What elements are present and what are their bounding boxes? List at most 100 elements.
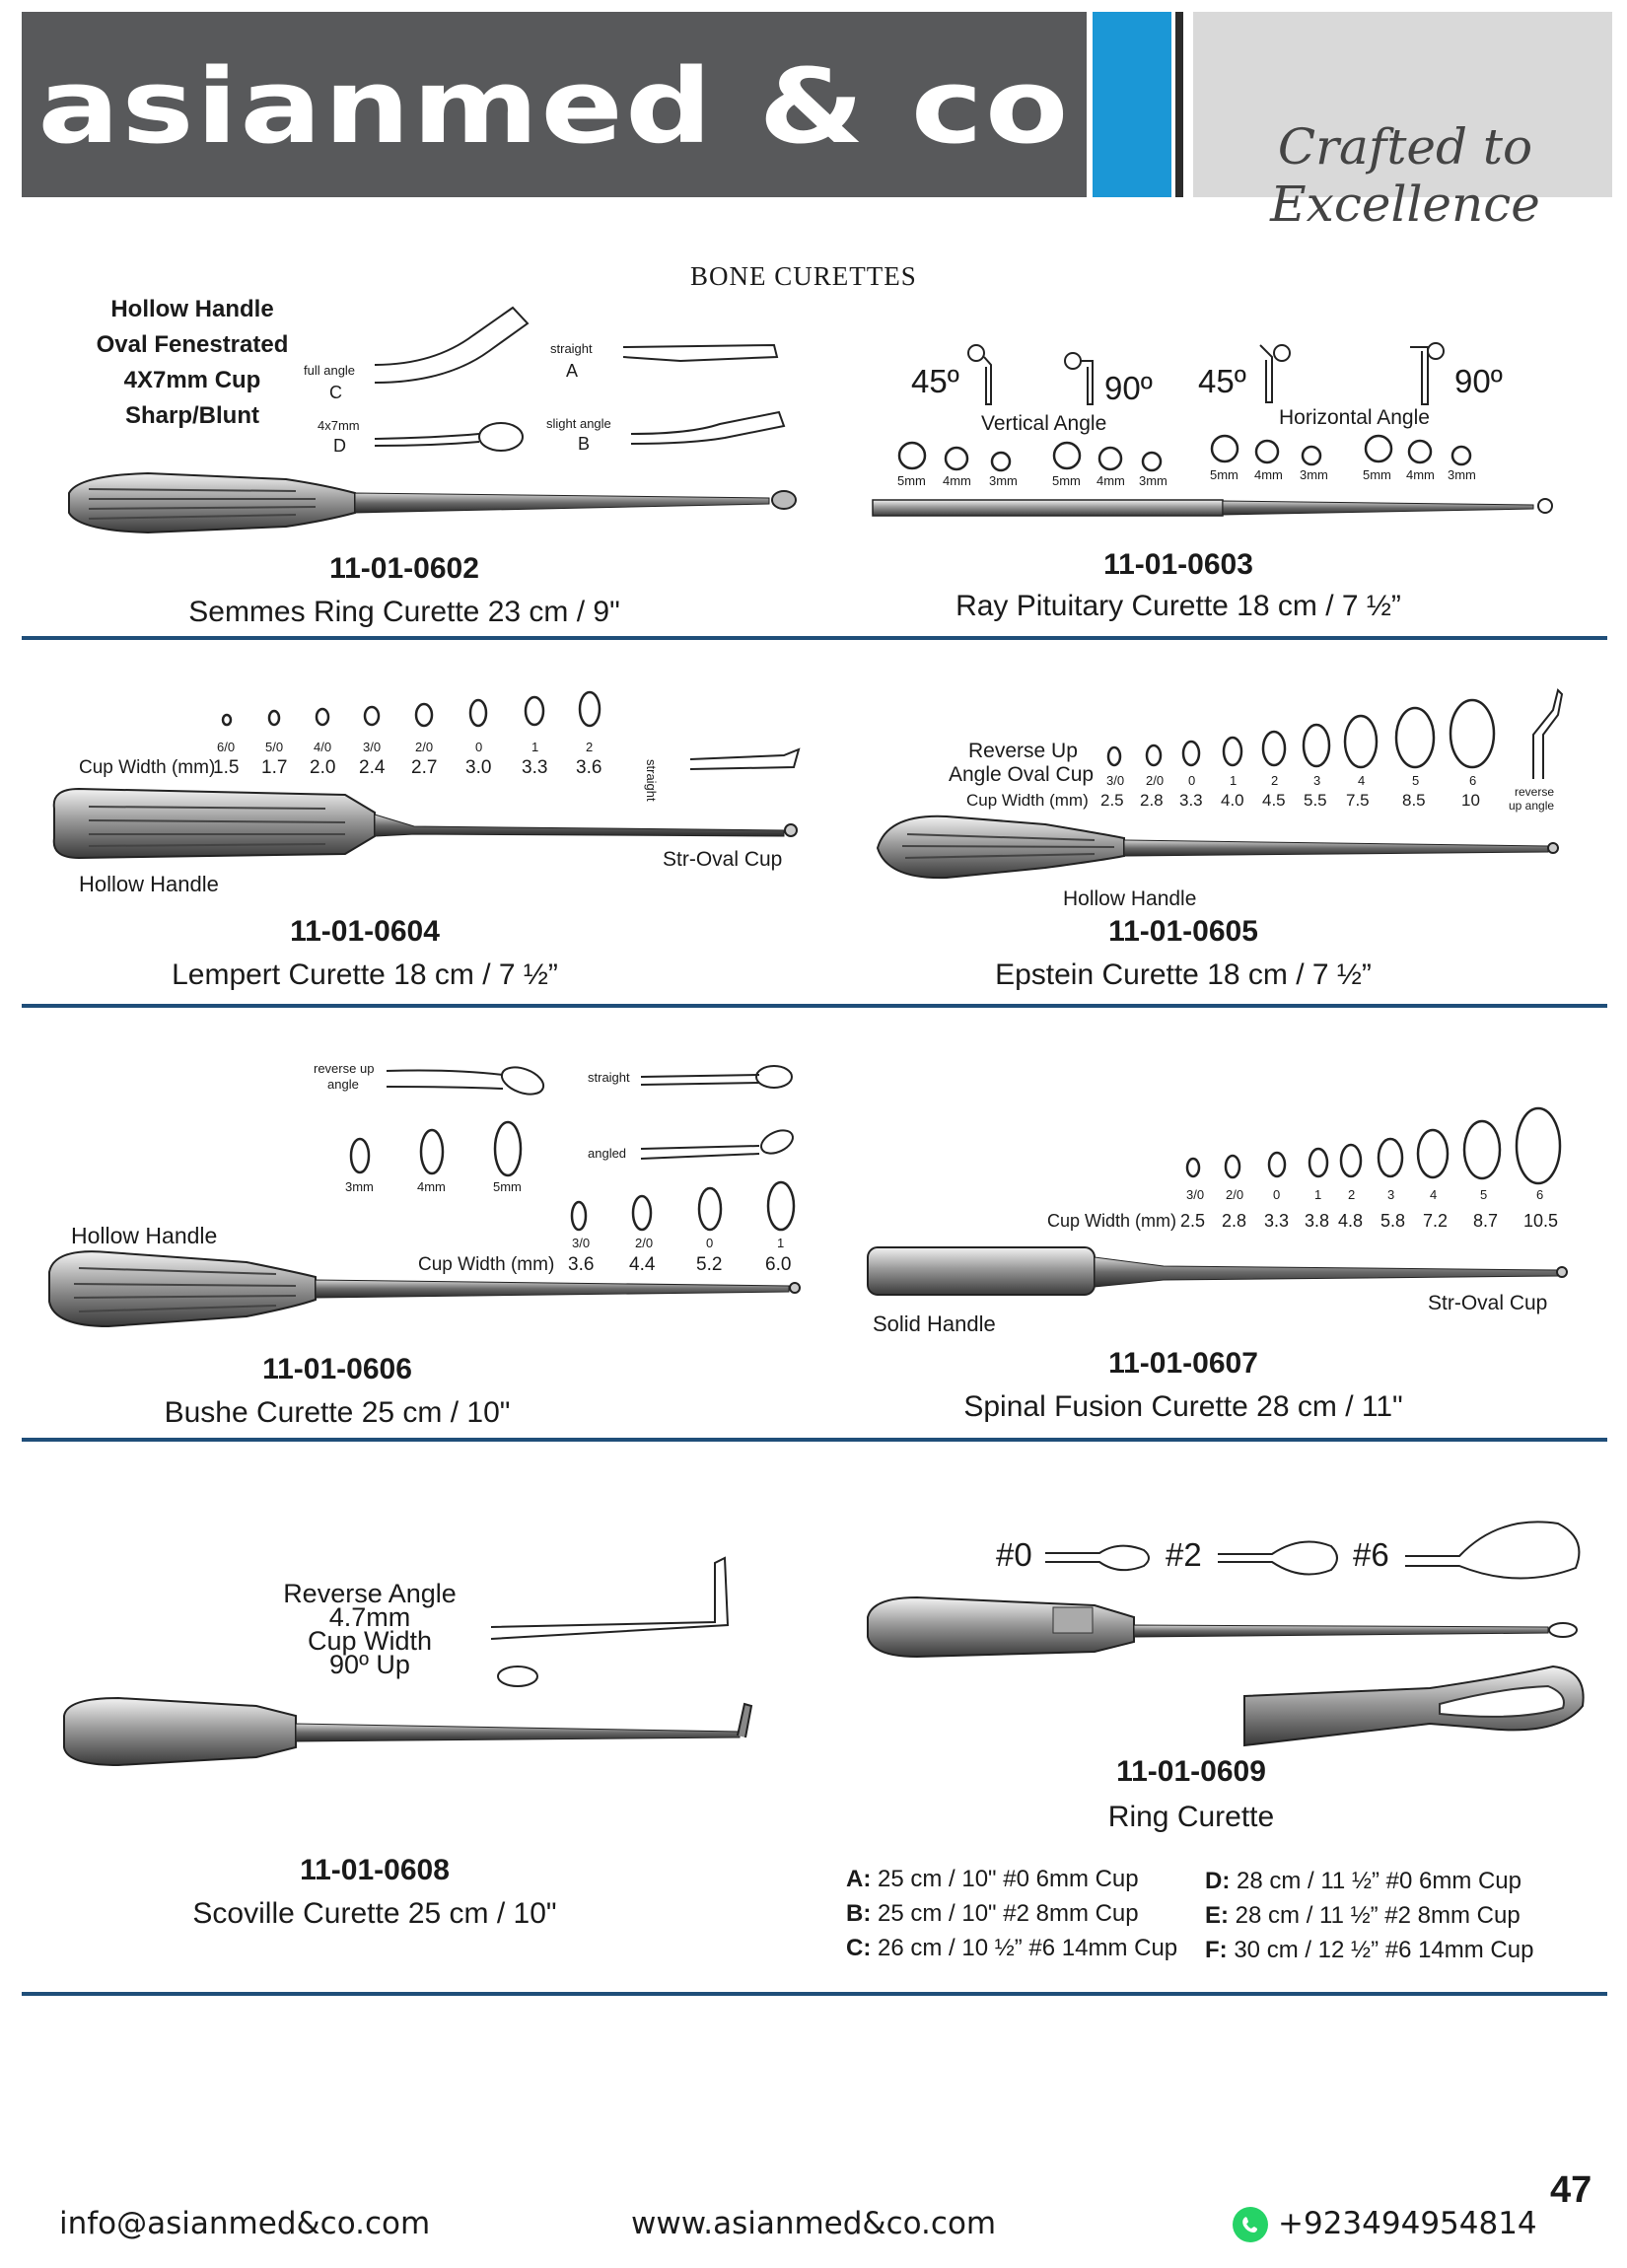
p0606-straight-label: straight	[588, 1070, 630, 1085]
row-divider-1	[22, 636, 1607, 640]
whatsapp-icon	[1233, 2207, 1268, 2242]
p0607-cup-ovals	[1185, 1106, 1562, 1185]
p0606-grade-3: 0	[706, 1236, 714, 1250]
footer-phone-link[interactable]: +923494954814	[1278, 2206, 1537, 2241]
p0604-cup-width-label: Cup Width (mm)	[79, 757, 216, 778]
variant-d-label: 4x7mm	[318, 418, 360, 433]
p0609-ring-sketches	[1045, 1521, 1581, 1580]
p0603-angle-2: 90º	[1104, 370, 1153, 406]
p0603-size-5: 4mm	[1096, 473, 1125, 488]
p0605-tip-sketch	[1532, 688, 1564, 779]
feature-hollow-handle: Hollow Handle	[110, 296, 274, 322]
p0604-name: Lempert Curette 18 cm / 7 ½”	[172, 958, 558, 991]
p0609-specs-left: A: 25 cm / 10" #0 6mm Cup B: 25 cm / 10"…	[846, 1862, 1177, 1965]
p0608-desc-line-4: 90º Up	[329, 1650, 410, 1679]
footer-email-link[interactable]: info@asianmed&co.com	[59, 2206, 431, 2241]
p0605-tip-label-2: up angle	[1509, 799, 1555, 813]
header-accent-blue	[1093, 12, 1171, 197]
p0605-cup-width-label: Cup Width (mm)	[966, 791, 1089, 810]
brand-logo-text: asianmed & co	[37, 46, 1071, 167]
variant-b-label: slight angle	[546, 416, 611, 431]
p0603-size-2: 4mm	[943, 473, 971, 488]
header-tagline-panel	[1193, 12, 1612, 197]
p0604-tip-sketch	[689, 747, 801, 770]
variant-d-letter: D	[333, 436, 346, 456]
p0609-name: Ring Curette	[1107, 1801, 1275, 1833]
p0602-name: Semmes Ring Curette 23 cm / 9"	[188, 596, 620, 628]
p0603-size-11: 4mm	[1406, 467, 1435, 482]
p0607-instrument	[867, 1246, 1568, 1296]
variant-a-label: straight	[550, 341, 593, 356]
p0608-name: Scoville Curette 25 cm / 10"	[192, 1897, 557, 1930]
p0604-code: 11-01-0604	[290, 915, 440, 948]
p0606-instrument	[48, 1250, 801, 1328]
p0609-ring-label-0: #0	[996, 1536, 1032, 1573]
p0603-angle-4: 90º	[1454, 363, 1503, 399]
p0606-mm-2: 4mm	[417, 1179, 446, 1194]
p0606-cup-ovals	[570, 1180, 796, 1232]
p0605-code: 11-01-0605	[1108, 915, 1258, 948]
p0606-rev-label-1: reverse up	[314, 1061, 375, 1076]
p0605-title-line1: Reverse Up	[968, 740, 1078, 762]
p0603-size-3: 3mm	[989, 473, 1018, 488]
variant-b-letter: B	[578, 434, 591, 454]
p0604-cup-label: Str-Oval Cup	[663, 848, 783, 871]
spec-b: B: 25 cm / 10" #2 8mm Cup	[846, 1900, 1139, 1927]
p0603-size-8: 4mm	[1254, 467, 1283, 482]
p0608-instrument	[63, 1696, 753, 1767]
p0608-desc-line-1: Reverse Angle	[283, 1579, 457, 1608]
section-title: BONE CURETTES	[690, 261, 917, 291]
variant-c-letter: C	[329, 383, 342, 402]
variant-a-letter: A	[566, 361, 579, 381]
p0605-tip-label-1: reverse	[1515, 785, 1555, 799]
header-divider	[1175, 12, 1183, 197]
p0609-closeup	[1243, 1665, 1585, 1747]
p0605-name: Epstein Curette 18 cm / 7 ½”	[995, 958, 1372, 991]
row-divider-3	[22, 1438, 1607, 1442]
p0603-angle-1: 45º	[911, 363, 959, 399]
p0606-width-2: 4.4	[629, 1254, 656, 1275]
spec-c: C: 26 cm / 10 ½” #6 14mm Cup	[846, 1935, 1178, 1961]
p0607-handle-label: Solid Handle	[873, 1311, 996, 1336]
tagline: Crafted to Excellence	[1270, 118, 1540, 233]
p0602-features: Hollow Handle Oval Fenestrated 4X7mm Cup…	[89, 292, 296, 434]
p0604-tip-label: straight	[644, 759, 659, 802]
spec-e: E: 28 cm / 11 ½” #2 8mm Cup	[1205, 1902, 1521, 1929]
p0608-description: Reverse Angle 4.7mm Cup Width 90º Up	[271, 1579, 468, 1679]
footer-website-link[interactable]: www.asianmed&co.com	[631, 2206, 997, 2241]
p0603-code: 11-01-0603	[1103, 548, 1253, 581]
p0606-rev-label-2: angle	[327, 1077, 359, 1092]
p0606-angled-label: angled	[588, 1146, 627, 1161]
p0602-instrument	[68, 471, 797, 534]
p0603-size-7: 5mm	[1210, 467, 1238, 482]
p0603-horizontal-label: Horizontal Angle	[1279, 406, 1430, 429]
p0603-size-1: 5mm	[897, 473, 926, 488]
p0603-vertical-label: Vertical Angle	[981, 412, 1107, 435]
row-divider-2	[22, 1004, 1607, 1008]
row-divider-4	[22, 1992, 1607, 1996]
p0603-instrument	[872, 498, 1553, 517]
variant-c-label: full angle	[304, 363, 356, 378]
p0605-instrument	[876, 815, 1559, 880]
p0606-cup-width-label: Cup Width (mm)	[418, 1254, 555, 1275]
p0608-desc-line-3: Cup Width	[307, 1626, 433, 1656]
p0606-grade-4: 1	[777, 1236, 785, 1250]
p0604-handle-label: Hollow Handle	[79, 872, 219, 896]
p0605-handle-label: Hollow Handle	[1063, 887, 1197, 910]
p0609-ring-label-2: #2	[1166, 1536, 1202, 1573]
p0608-tip-sketch	[490, 1556, 730, 1687]
p0606-width-3: 5.2	[696, 1254, 723, 1275]
p0608-desc-line-2: 4.7mm	[328, 1602, 411, 1632]
p0606-grade-1: 3/0	[572, 1236, 591, 1250]
p0606-code: 11-01-0606	[262, 1353, 412, 1385]
spec-a: A: 25 cm / 10" #0 6mm Cup	[846, 1866, 1139, 1892]
p0603-size-12: 3mm	[1448, 467, 1476, 482]
p0606-mm-1: 3mm	[345, 1179, 374, 1194]
p0608-code: 11-01-0608	[300, 1854, 450, 1886]
p0609-code: 11-01-0609	[1116, 1755, 1266, 1788]
p0606-width-1: 3.6	[568, 1254, 595, 1275]
p0602-tip-sketches	[374, 306, 786, 452]
p0607-cup-label: Str-Oval Cup	[1428, 1292, 1548, 1314]
p0603-size-6: 3mm	[1139, 473, 1167, 488]
